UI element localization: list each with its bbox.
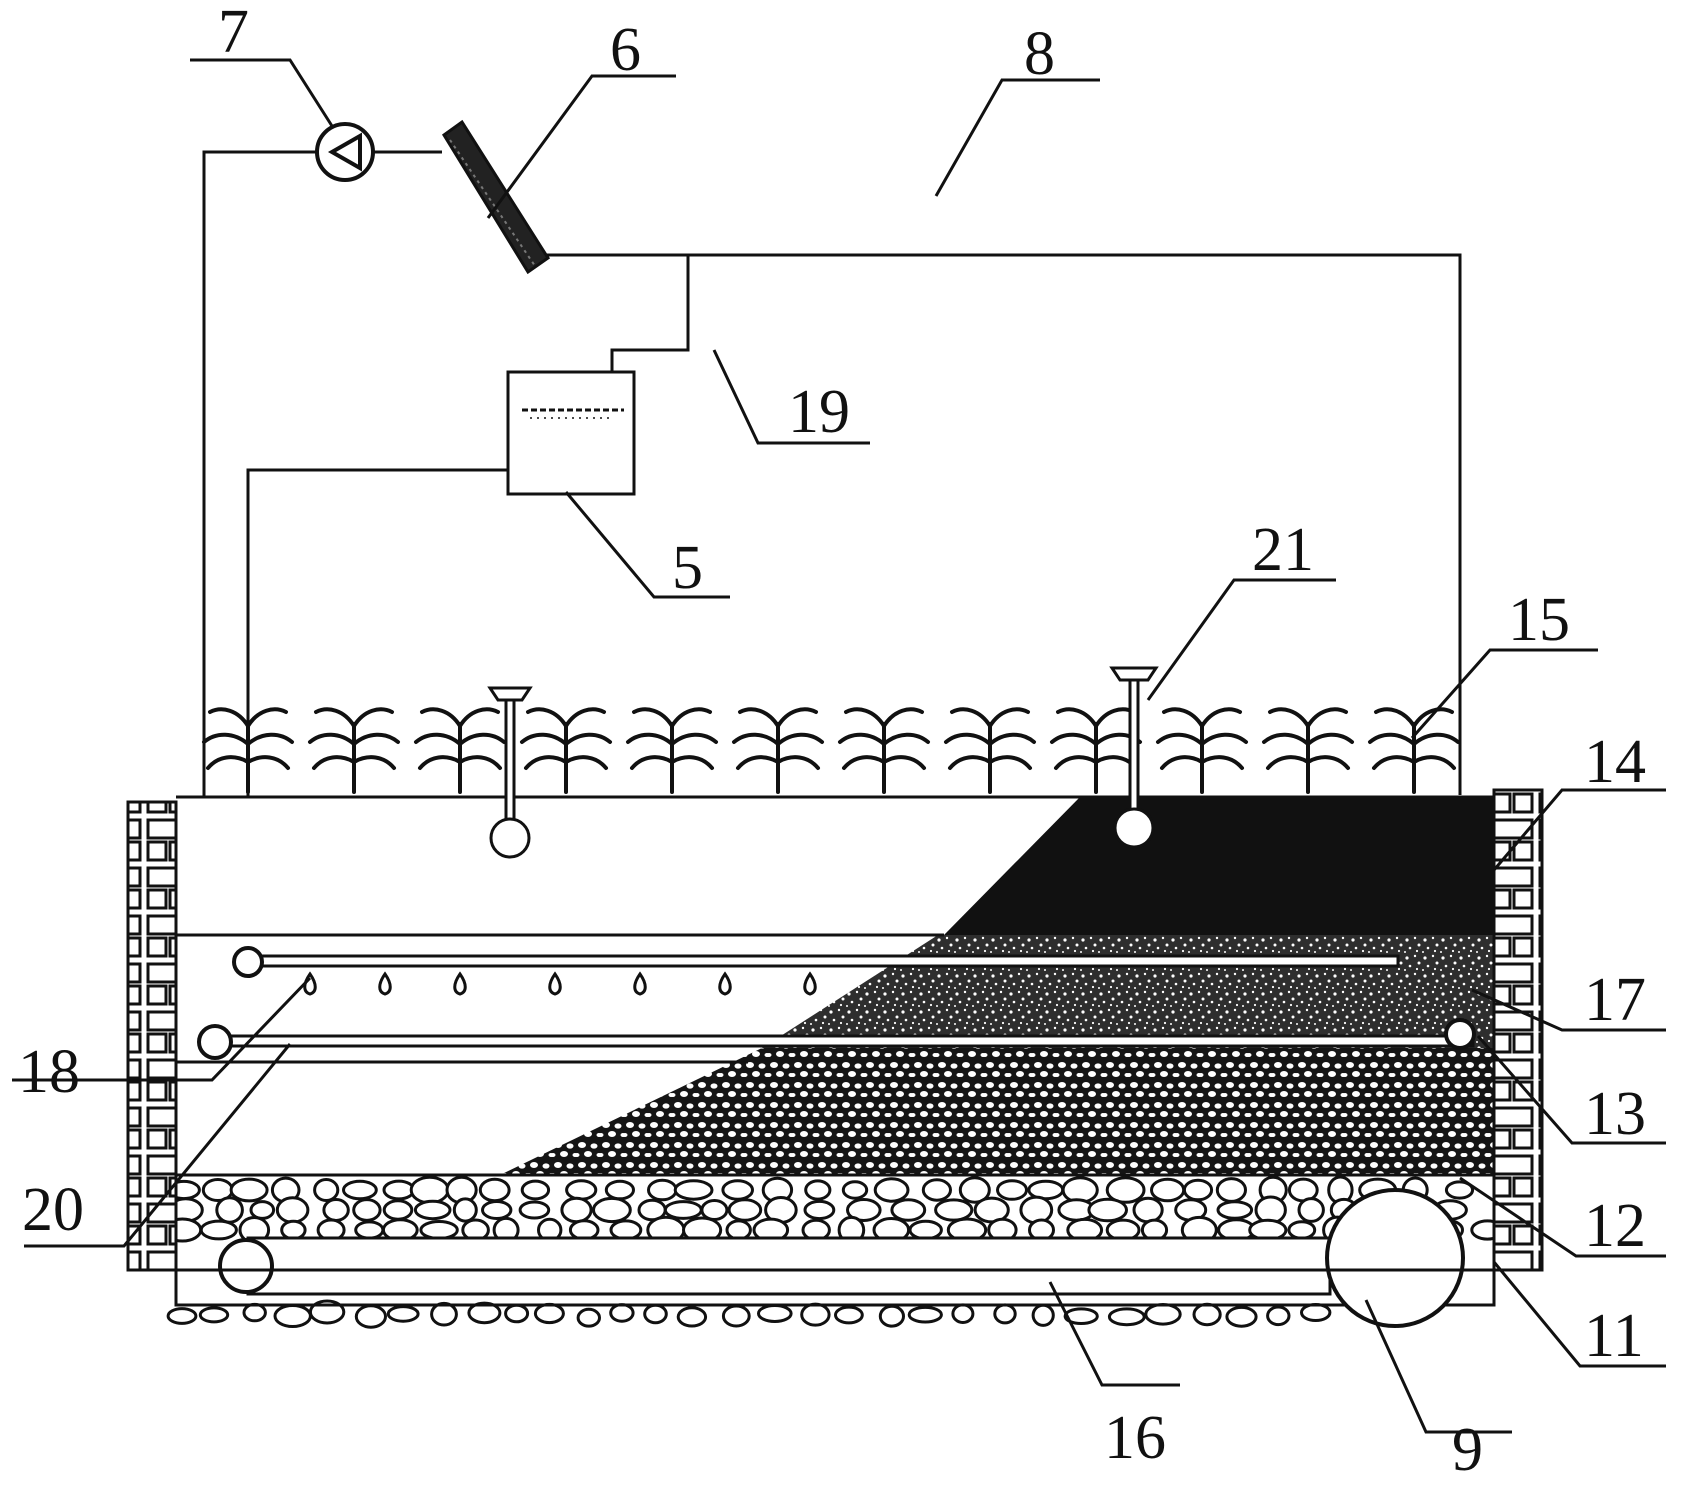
wetland-basin <box>126 788 1544 1329</box>
drop-3 <box>453 971 467 996</box>
water-tank <box>506 370 636 496</box>
leader-lines <box>12 58 1666 1434</box>
plant-12 <box>1368 707 1460 794</box>
plant-1 <box>202 707 294 794</box>
outlet-13 <box>1444 1018 1476 1050</box>
drop-6 <box>718 971 732 996</box>
plant-2 <box>308 707 400 794</box>
label-6: 6 <box>610 16 641 84</box>
plant-7 <box>838 707 930 794</box>
label-9: 9 <box>1452 1416 1483 1484</box>
label-7: 7 <box>218 0 249 66</box>
plant-5 <box>626 707 718 794</box>
label-21: 21 <box>1252 516 1314 584</box>
collector-9 <box>1325 1188 1465 1328</box>
water-drops <box>303 971 817 996</box>
label-13: 13 <box>1584 1080 1646 1148</box>
pipe-left-vertical <box>202 150 318 1045</box>
label-8: 8 <box>1024 20 1055 88</box>
label-12: 12 <box>1584 1192 1646 1260</box>
plant-8 <box>944 707 1036 794</box>
labels: 7 6 8 19 5 21 15 14 17 13 12 11 16 9 18 … <box>18 0 1646 1484</box>
label-20: 20 <box>22 1176 84 1244</box>
label-15: 15 <box>1508 586 1570 654</box>
drain-pipe <box>246 1236 1332 1296</box>
drop-2 <box>378 971 392 996</box>
label-18: 18 <box>18 1038 80 1106</box>
plant-10 <box>1156 707 1248 794</box>
label-11: 11 <box>1584 1302 1644 1370</box>
left-wall <box>126 800 178 1272</box>
label-14: 14 <box>1584 728 1646 796</box>
plant-3 <box>414 707 506 794</box>
label-16: 16 <box>1104 1404 1166 1472</box>
gravel-layer <box>500 1048 1494 1175</box>
drop-4 <box>548 971 562 996</box>
inlet-upper <box>232 946 264 978</box>
label-5: 5 <box>672 534 703 602</box>
drop-5 <box>633 971 647 996</box>
inlet-lower <box>197 1024 233 1060</box>
drop-7 <box>803 971 817 996</box>
plant-4 <box>520 707 612 794</box>
filter <box>441 119 551 275</box>
right-wall <box>1492 788 1544 1272</box>
plant-9 <box>1050 707 1142 794</box>
plant-6 <box>732 707 824 794</box>
pump <box>315 122 375 182</box>
plant-11 <box>1262 707 1354 794</box>
drain-inlet <box>218 1238 274 1294</box>
label-19: 19 <box>788 378 850 446</box>
soil-layer <box>944 797 1494 935</box>
plants <box>202 707 1460 794</box>
sensor-left <box>487 686 533 859</box>
label-17: 17 <box>1584 966 1646 1034</box>
pipe-top-main <box>540 253 1462 795</box>
sensor-21 <box>1109 666 1159 849</box>
